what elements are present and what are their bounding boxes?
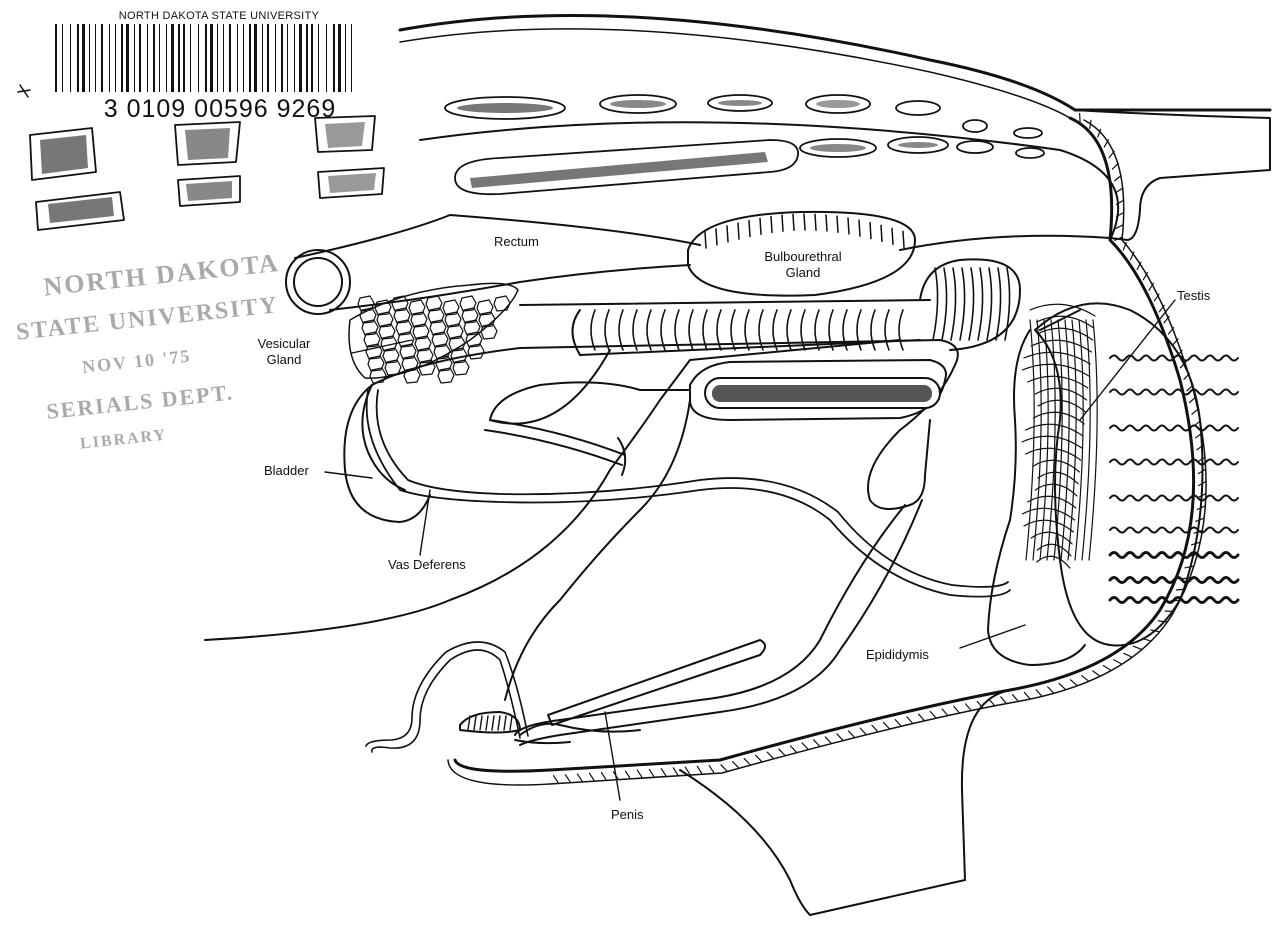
label-bulbourethral-gland: Bulbourethral Gland xyxy=(748,249,858,281)
label-vesicular-line2: Gland xyxy=(250,352,318,368)
stamp-line: NOV 10 '75 xyxy=(81,346,192,378)
margin-mark xyxy=(18,85,30,97)
label-rectum: Rectum xyxy=(494,234,539,250)
barcode-institution: NORTH DAKOTA STATE UNIVERSITY xyxy=(88,10,350,22)
rectum-drawing xyxy=(286,215,1110,314)
barcode-number: 3 0109 00596 9269 xyxy=(70,95,370,124)
label-vesicular-gland: Vesicular Gland xyxy=(250,336,318,368)
leg-drawing xyxy=(680,690,1010,915)
barcode xyxy=(52,22,358,96)
label-vesicular-line1: Vesicular xyxy=(250,336,318,352)
bladder-drawing xyxy=(344,385,430,522)
penis-drawing xyxy=(366,500,922,752)
stamp-line: NORTH DAKOTA xyxy=(42,248,281,303)
label-bladder: Bladder xyxy=(264,463,309,479)
vesicular-gland-drawing xyxy=(349,283,518,383)
label-bulbourethral-line1: Bulbourethral xyxy=(748,249,858,265)
stamp-line: SERIALS DEPT. xyxy=(45,379,235,425)
label-bulbourethral-line2: Gland xyxy=(748,265,858,281)
stamp-line: LIBRARY xyxy=(79,427,168,454)
label-testis: Testis xyxy=(1177,288,1210,304)
label-epididymis: Epididymis xyxy=(866,647,929,663)
label-vas-deferens: Vas Deferens xyxy=(388,557,466,573)
label-penis: Penis xyxy=(611,807,644,823)
